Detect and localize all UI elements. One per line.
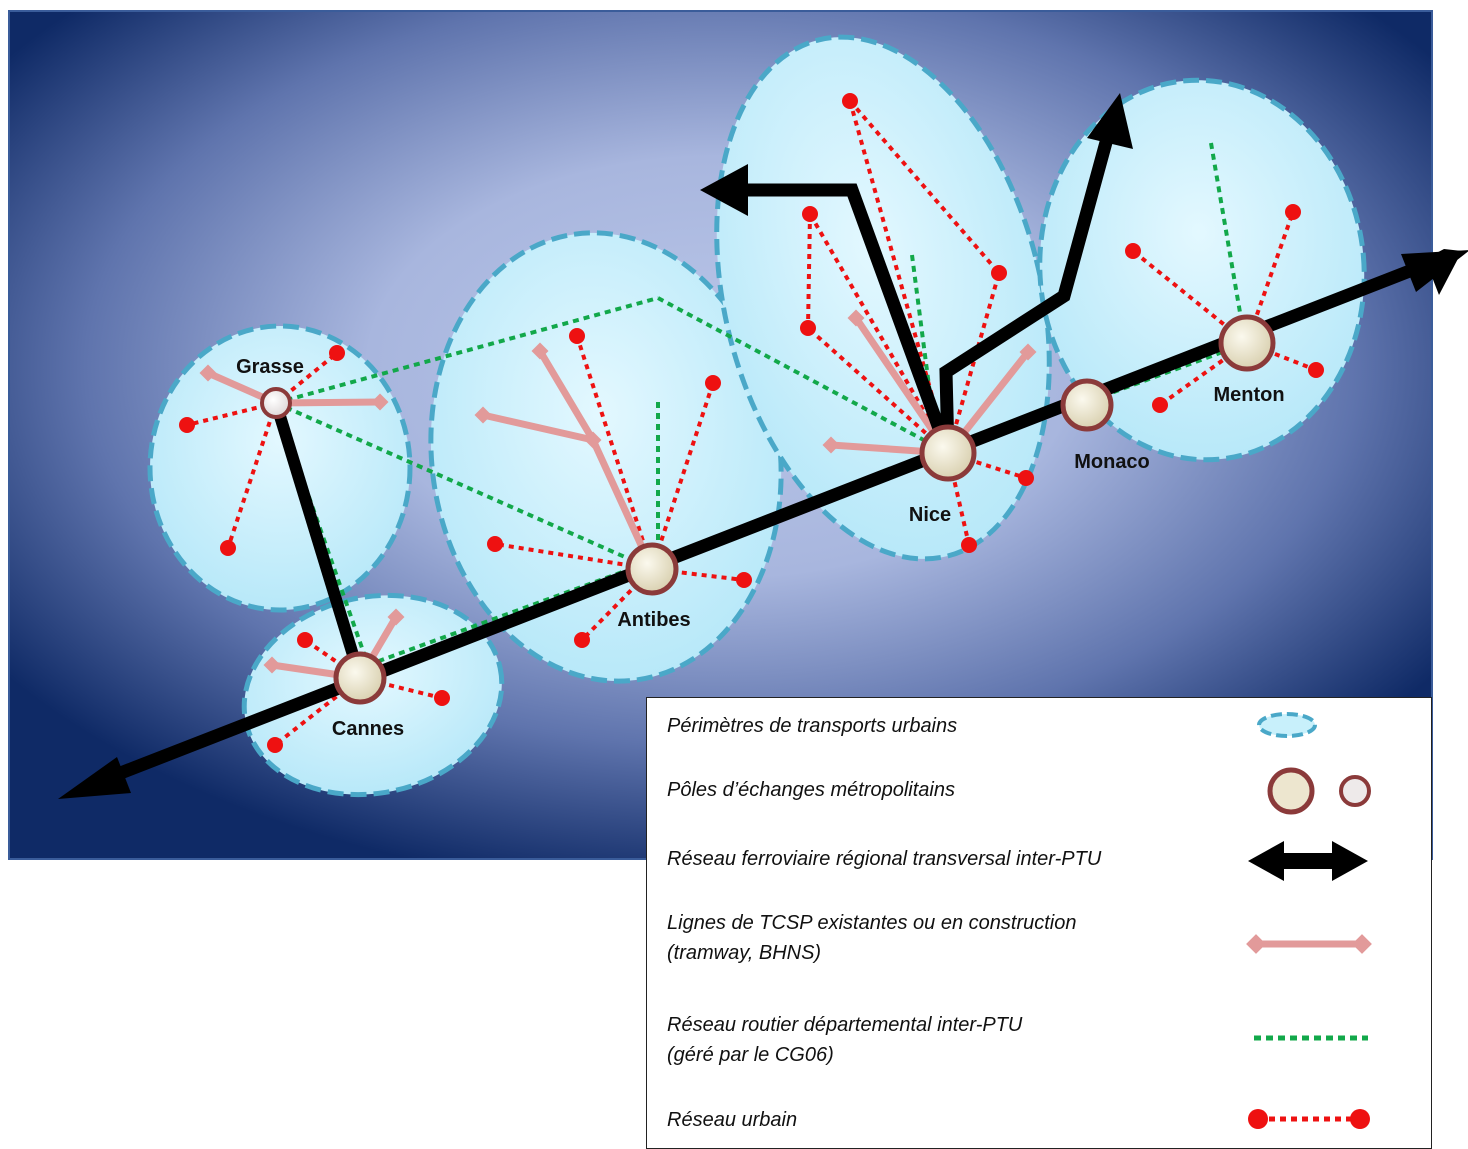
- hub-grasse: [260, 387, 292, 419]
- legend-item-tcsp: Lignes de TCSP existantes ou en construc…: [667, 908, 1227, 968]
- double-arrow-icon: [1248, 841, 1368, 881]
- legend-item-perimeters: Périmètres de transports urbains: [667, 711, 1227, 741]
- perimeter-grasse: [147, 323, 413, 613]
- tcsp-line-ends: [199, 309, 1037, 674]
- legend-label: Pôles d’échanges métropolitains: [667, 779, 955, 801]
- dashed-ellipse-icon: [1257, 712, 1317, 738]
- legend-label-line1: Réseau routier départemental inter-PTU: [667, 1014, 1023, 1036]
- legend: Périmètres de transports urbains Pôles d…: [646, 697, 1432, 1149]
- hub-circles-icon: [1267, 767, 1371, 815]
- perimeter-menton: [1037, 77, 1367, 463]
- legend-item-rail: Réseau ferroviaire régional transversal …: [667, 844, 1227, 874]
- hub-antibes: [625, 542, 679, 596]
- legend-item-hubs: Pôles d’échanges métropolitains: [667, 775, 1227, 805]
- hub-cannes: [333, 651, 387, 705]
- red-dotted-line-icon: [1248, 1109, 1370, 1129]
- legend-label: Réseau ferroviaire régional transversal …: [667, 848, 1102, 870]
- hub-nice: [919, 424, 977, 482]
- urban-transport-perimeters: [147, 34, 1367, 798]
- urban-network-stops: [179, 93, 1324, 753]
- hub-monaco: [1060, 378, 1114, 432]
- pink-line-icon: [1246, 934, 1372, 954]
- city-label-menton: Menton: [1213, 384, 1284, 406]
- city-label-nice: Nice: [909, 504, 951, 526]
- city-label-antibes: Antibes: [617, 609, 690, 631]
- hub-menton: [1218, 314, 1276, 372]
- legend-item-road: Réseau routier départemental inter-PTU (…: [667, 1010, 1227, 1070]
- legend-label-line2: (tramway, BHNS): [667, 942, 822, 964]
- city-label-grasse: Grasse: [236, 356, 304, 378]
- regional-rail-network: [58, 93, 1468, 799]
- city-label-cannes: Cannes: [332, 718, 404, 740]
- legend-label: Périmètres de transports urbains: [667, 715, 958, 737]
- legend-label: Réseau urbain: [667, 1109, 798, 1131]
- city-label-monaco: Monaco: [1074, 451, 1150, 473]
- green-dotted-line-icon: [1254, 1035, 1368, 1041]
- legend-item-urban: Réseau urbain: [667, 1105, 1227, 1135]
- exchange-hubs: [260, 314, 1276, 705]
- legend-label-line2: (géré par le CG06): [667, 1044, 834, 1066]
- legend-label-line1: Lignes de TCSP existantes ou en construc…: [667, 912, 1077, 934]
